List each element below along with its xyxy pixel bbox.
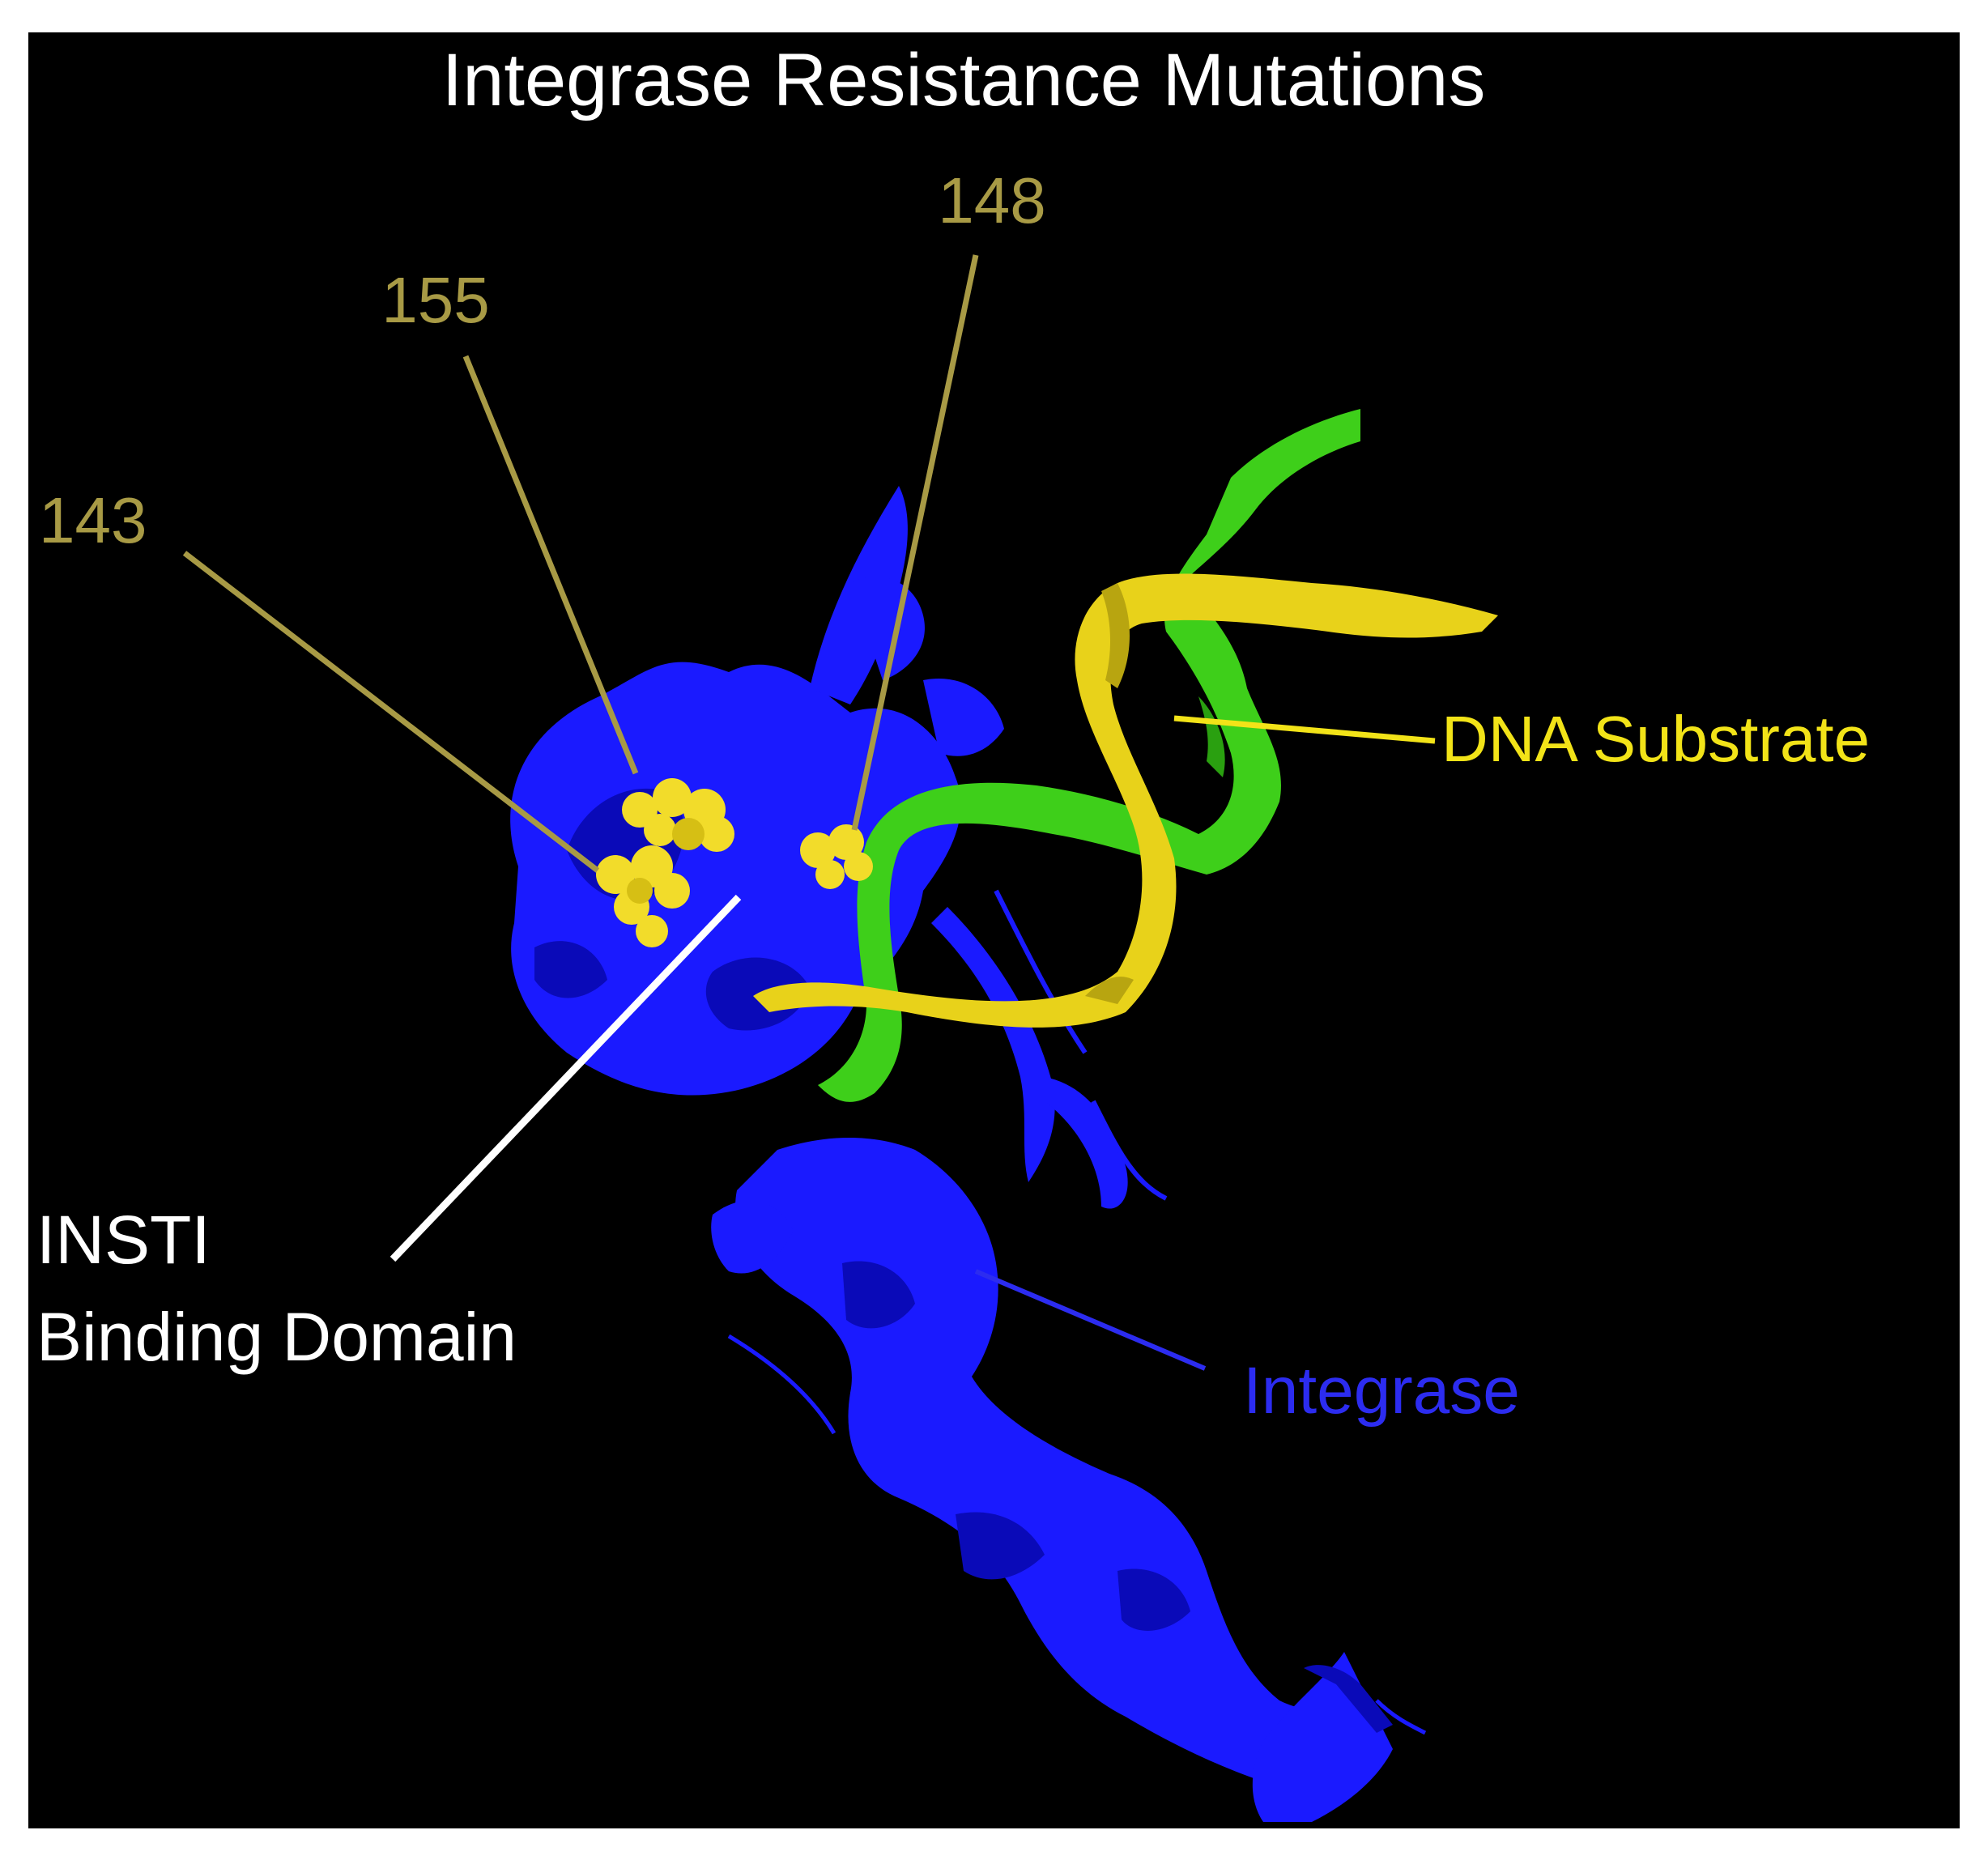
label-insti-line1: INSTI [36, 1202, 211, 1278]
label-residue-155: 155 [381, 264, 489, 336]
residue-spheres [596, 778, 873, 947]
callout-line-155 [462, 355, 639, 775]
dna-yellow-strand [753, 573, 1498, 1028]
callout-line-dna [1173, 715, 1436, 744]
residue-143-spheres [596, 845, 690, 947]
label-residue-143: 143 [39, 484, 147, 556]
figure-title: Integrase Resistance Mutations [442, 39, 1486, 121]
callout-line-insti [390, 894, 742, 1262]
residue-148-spheres [800, 824, 873, 889]
label-dna-substrate: DNA Substrate [1441, 703, 1870, 775]
callout-lines [182, 254, 1436, 1371]
callout-line-integrase [974, 1269, 1207, 1371]
dna-green-strand [818, 409, 1360, 1102]
label-residue-148: 148 [938, 164, 1045, 236]
callout-line-148 [851, 254, 979, 831]
residue-155-spheres [622, 778, 734, 852]
callout-line-143 [182, 551, 600, 873]
label-integrase: Integrase [1243, 1354, 1520, 1428]
dna-substrate-ribbons [753, 409, 1498, 1102]
label-insti-line2: Binding Domain [36, 1299, 517, 1375]
